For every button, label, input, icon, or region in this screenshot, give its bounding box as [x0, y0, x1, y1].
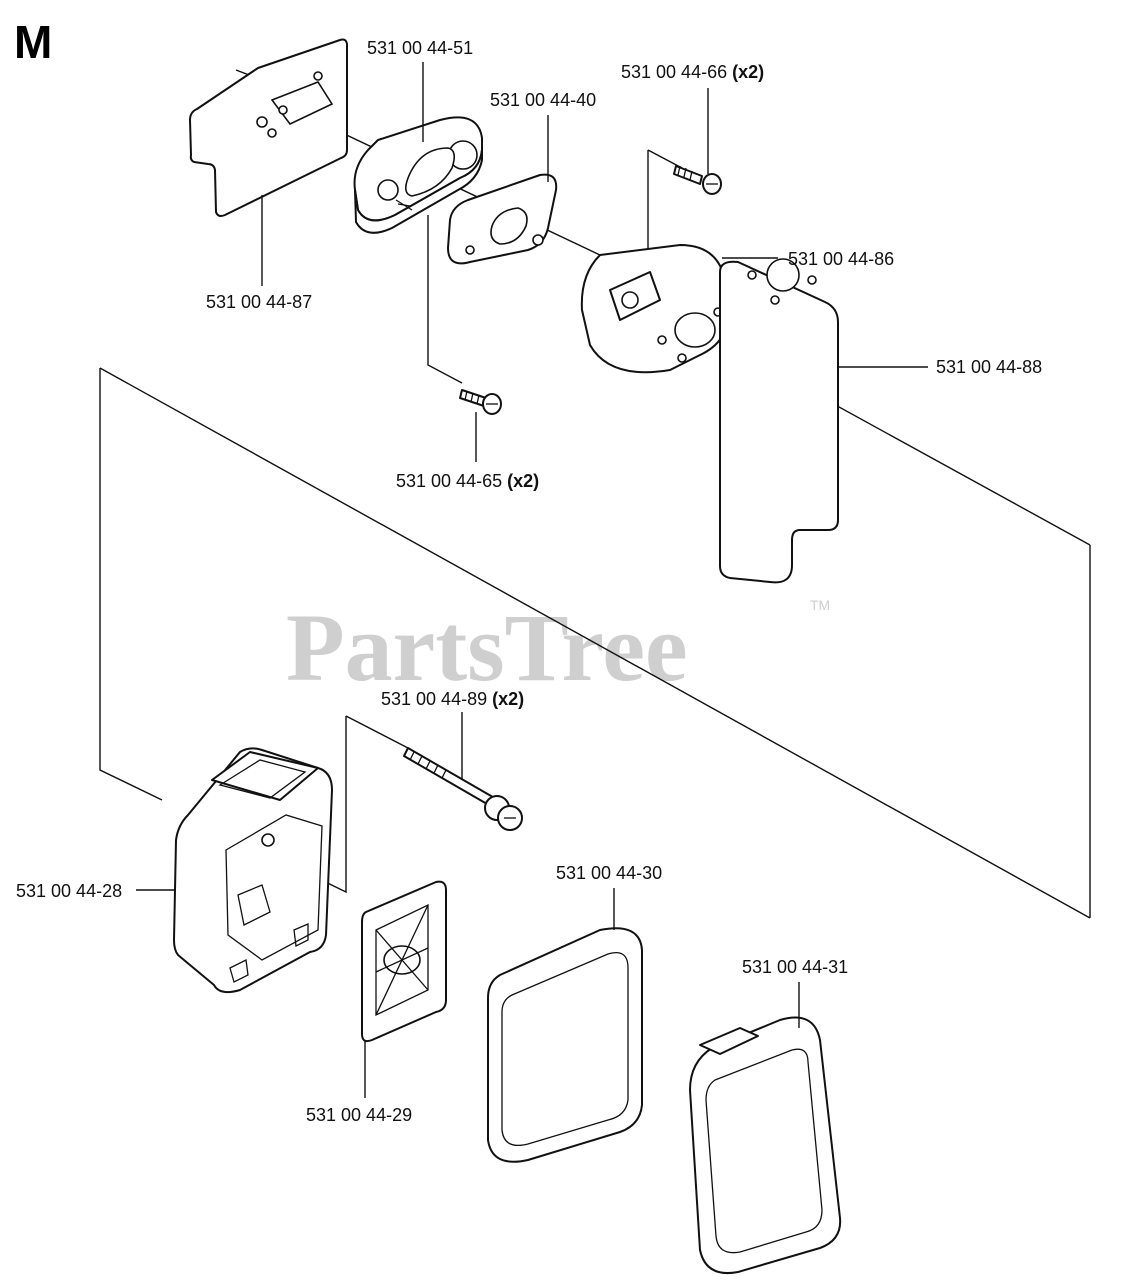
- label-part-40: 531 00 44-40: [490, 90, 596, 110]
- axis-line-long-diagonal: [99, 367, 1091, 919]
- watermark-trademark: TM: [810, 597, 830, 613]
- filter-base-28-part: [173, 747, 333, 994]
- filter-screen-29-part: [361, 880, 447, 1043]
- label-part-66: 531 00 44-66 (x2): [621, 62, 764, 82]
- axis-line-gasket-88: [789, 379, 1091, 546]
- carburetor-86-part: [580, 244, 730, 374]
- insulator-51-part: [353, 116, 483, 234]
- label-part-88: 531 00 44-88: [936, 357, 1042, 377]
- gasket-87-part: [189, 38, 348, 217]
- label-part-31: 531 00 44-31: [742, 957, 848, 977]
- axis-line-screw-89-top: [345, 715, 409, 749]
- gasket-88-part: [719, 258, 839, 584]
- axis-line-screw-65: [427, 215, 463, 384]
- label-part-28: 531 00 44-28: [16, 881, 122, 901]
- filter-cover-31-part: [689, 1016, 842, 1274]
- screw-66-part: [673, 165, 722, 195]
- gasket-40-part: [447, 173, 558, 265]
- screw-65-part: [459, 389, 502, 415]
- label-part-65: 531 00 44-65 (x2): [396, 471, 539, 491]
- label-part-51: 531 00 44-51: [367, 38, 473, 58]
- section-letter: M: [14, 16, 52, 68]
- label-part-29: 531 00 44-29: [306, 1105, 412, 1125]
- bolt-89-part: [403, 747, 523, 831]
- filter-element-30-part: [487, 927, 643, 1163]
- watermark-text: PartsTree: [286, 594, 688, 701]
- axis-line-screw-66-top: [647, 149, 683, 169]
- axis-line-left-drop: [99, 368, 163, 801]
- label-part-86: 531 00 44-86: [788, 249, 894, 269]
- label-part-30: 531 00 44-30: [556, 863, 662, 883]
- label-part-89: 531 00 44-89 (x2): [381, 689, 524, 709]
- label-part-87: 531 00 44-87: [206, 292, 312, 312]
